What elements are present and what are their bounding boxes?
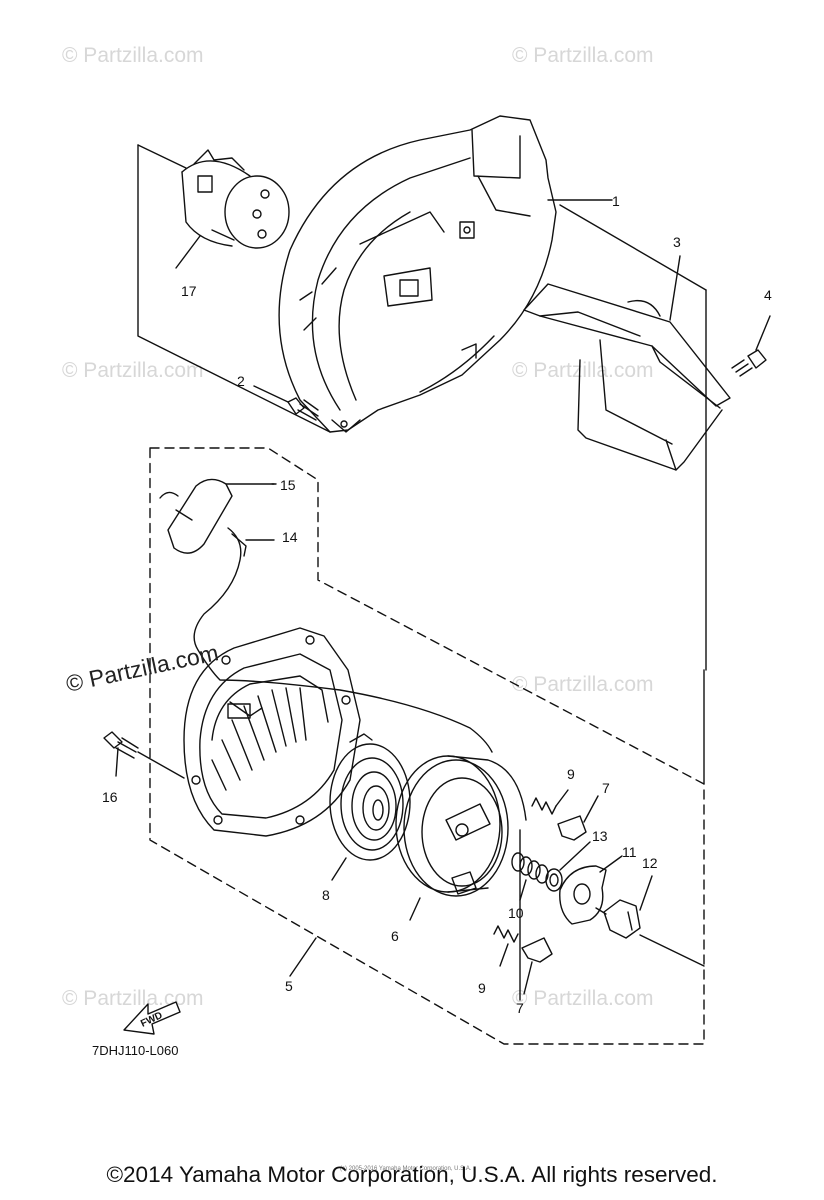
watermark: © Partzilla.com xyxy=(512,987,654,1010)
part-9-spring-lower xyxy=(493,925,519,967)
callout-10: 10 xyxy=(508,905,524,921)
watermark: © Partzilla.com xyxy=(512,44,654,67)
watermark-main: © Partzilla.com xyxy=(64,639,221,697)
part-17-leader xyxy=(175,235,201,269)
fwd-label: FWD xyxy=(139,1010,164,1030)
part-7-pawl-upper xyxy=(557,795,599,841)
callout-11: 11 xyxy=(622,844,637,860)
callout-5: 5 xyxy=(285,978,293,994)
callout-9-upper: 9 xyxy=(567,766,575,782)
part-12-screw xyxy=(595,875,653,939)
part-2-bolt xyxy=(253,385,319,421)
callout-16: 16 xyxy=(102,789,118,805)
part-15-handle xyxy=(159,478,275,554)
callout-6: 6 xyxy=(391,928,399,944)
callout-8: 8 xyxy=(322,887,330,903)
callout-13: 13 xyxy=(592,828,608,844)
watermark: © Partzilla.com xyxy=(62,359,204,382)
callout-17: 17 xyxy=(181,283,197,299)
part-8-spring xyxy=(329,733,411,881)
callout-15: 15 xyxy=(280,477,296,493)
top-group-outline xyxy=(137,144,707,671)
part-9-spring-upper xyxy=(531,789,569,815)
part-14-rope xyxy=(193,527,493,753)
watermark: © Partzilla.com xyxy=(512,359,654,382)
part-6-pulley xyxy=(395,755,527,921)
callout-12: 12 xyxy=(642,855,658,871)
callout-2: 2 xyxy=(237,373,245,389)
part-16-bolt xyxy=(103,731,185,779)
callout-14: 14 xyxy=(282,529,298,545)
callout-9-lower: 9 xyxy=(478,980,486,996)
part-3-air-guide xyxy=(523,255,731,471)
part-1-housing xyxy=(278,115,613,433)
small-copyright: (c) 2005-2016 Yamaha Motor Corporation, … xyxy=(340,1166,472,1172)
starter-case xyxy=(183,627,361,837)
callout-4: 4 xyxy=(764,287,772,303)
watermark: © Partzilla.com xyxy=(62,44,204,67)
callout-7-upper: 7 xyxy=(602,780,610,796)
part-5-assembly-boundary xyxy=(149,447,705,1045)
callout-7-lower: 7 xyxy=(516,1000,524,1016)
callout-3: 3 xyxy=(673,234,681,250)
part-11-guide xyxy=(559,855,623,925)
diagram-code: 7DHJ110-L060 xyxy=(92,1043,178,1058)
part-4-bolt xyxy=(731,315,771,377)
watermark: © Partzilla.com xyxy=(512,673,654,696)
footer-copyright: ©2014 Yamaha Motor Corporation, U.S.A. A… xyxy=(106,1162,718,1187)
fwd-arrow xyxy=(123,1001,181,1035)
watermark: © Partzilla.com xyxy=(62,987,204,1010)
callout-1: 1 xyxy=(612,193,620,209)
part-5-leader xyxy=(289,937,317,977)
part-7-pawl-lower xyxy=(521,937,553,995)
part-17-cap xyxy=(181,149,290,249)
part-10-spring xyxy=(511,852,549,901)
part-12-bracket xyxy=(639,934,705,967)
part-13-washer xyxy=(545,841,591,892)
